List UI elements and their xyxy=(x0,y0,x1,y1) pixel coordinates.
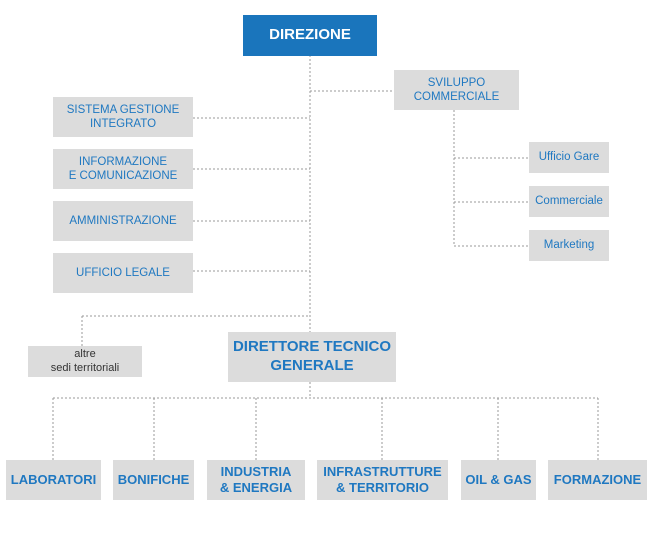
dept-label-infrastrutture: INFRASTRUTTURE & TERRITORIO xyxy=(323,463,442,495)
dept-label-industria: INDUSTRIA & ENERGIA xyxy=(219,463,293,495)
dept-box-laboratori: LABORATORI xyxy=(6,460,101,500)
ufficio-gare-box: Ufficio Gare xyxy=(529,142,609,173)
ufficio-gare-label: Ufficio Gare xyxy=(538,151,600,164)
marketing-label: Marketing xyxy=(543,239,595,252)
direttore-box: DIRETTORE TECNICO GENERALE xyxy=(228,332,396,382)
staff-label-legale: UFFICIO LEGALE xyxy=(76,266,170,279)
marketing-box: Marketing xyxy=(529,230,609,261)
altre-sedi-label: altre sedi territoriali xyxy=(50,347,120,374)
staff-label-amministrazione: AMMINISTRAZIONE xyxy=(69,214,177,227)
direzione-label: DIREZIONE xyxy=(269,26,351,44)
commerciale-box: Commerciale xyxy=(529,186,609,217)
dept-label-formazione: FORMAZIONE xyxy=(553,471,642,487)
dept-label-oilgas: OIL & GAS xyxy=(465,471,532,487)
commerciale-label: Commerciale xyxy=(535,195,603,208)
dept-label-laboratori: LABORATORI xyxy=(10,471,97,487)
staff-box-amministrazione: AMMINISTRAZIONE xyxy=(53,201,193,241)
sviluppo-label: SVILUPPO COMMERCIALE xyxy=(413,76,500,103)
staff-box-legale: UFFICIO LEGALE xyxy=(53,253,193,293)
dept-box-infrastrutture: INFRASTRUTTURE & TERRITORIO xyxy=(317,460,448,500)
altre-sedi-box: altre sedi territoriali xyxy=(28,346,142,377)
staff-box-informazione: INFORMAZIONE E COMUNICAZIONE xyxy=(53,149,193,189)
staff-label-sistema: SISTEMA GESTIONE INTEGRATO xyxy=(66,103,180,130)
sviluppo-box: SVILUPPO COMMERCIALE xyxy=(394,70,519,110)
direttore-label: DIRETTORE TECNICO GENERALE xyxy=(232,338,392,374)
dept-box-formazione: FORMAZIONE xyxy=(548,460,647,500)
dept-box-oilgas: OIL & GAS xyxy=(461,460,536,500)
dept-label-bonifiche: BONIFICHE xyxy=(117,471,190,487)
direzione-box: DIREZIONE xyxy=(243,15,377,56)
dept-box-industria: INDUSTRIA & ENERGIA xyxy=(207,460,305,500)
staff-label-informazione: INFORMAZIONE E COMUNICAZIONE xyxy=(68,155,178,182)
staff-box-sistema: SISTEMA GESTIONE INTEGRATO xyxy=(53,97,193,137)
dept-box-bonifiche: BONIFICHE xyxy=(113,460,194,500)
